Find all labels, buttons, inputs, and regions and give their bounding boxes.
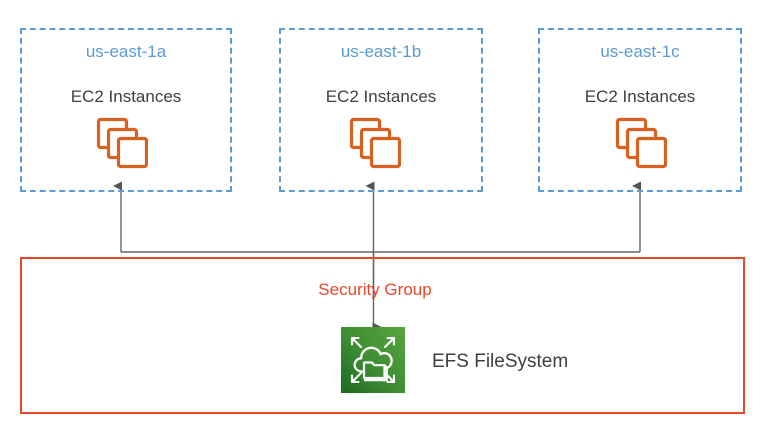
az-label-us-east-1b: us-east-1b	[340, 42, 422, 61]
availability-zone-us-east-1c[interactable]	[538, 28, 742, 192]
ec2-instances-icon[interactable]	[96, 117, 148, 169]
az-resource-label-us-east-1c: EC2 Instances	[584, 87, 696, 106]
availability-zone-us-east-1b[interactable]	[279, 28, 483, 192]
security-group-label: Security Group	[318, 280, 432, 299]
efs-filesystem-icon[interactable]	[341, 327, 405, 393]
efs-filesystem-label: EFS FileSystem	[432, 351, 569, 372]
ec2-instances-icon[interactable]	[615, 117, 667, 169]
az-resource-label-us-east-1a: EC2 Instances	[70, 87, 182, 106]
ec2-instances-icon[interactable]	[349, 117, 401, 169]
az-label-us-east-1a: us-east-1a	[85, 42, 167, 61]
security-group-boundary[interactable]	[20, 257, 745, 414]
availability-zone-us-east-1a[interactable]	[20, 28, 232, 192]
az-label-us-east-1c: us-east-1c	[600, 42, 680, 61]
az-resource-label-us-east-1b: EC2 Instances	[325, 87, 437, 106]
